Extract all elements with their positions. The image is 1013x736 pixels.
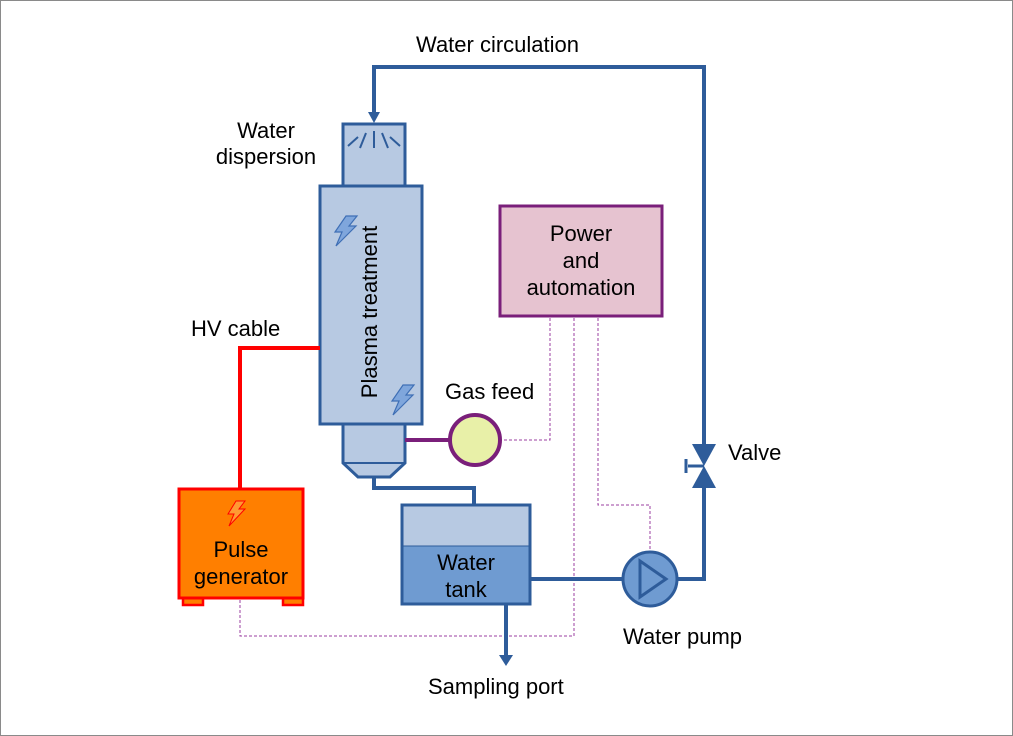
lightning-icon	[333, 215, 416, 416]
water-tank-line-1: Water	[437, 550, 495, 575]
plasma-treatment-column	[318, 184, 424, 426]
spray-icon	[347, 131, 401, 149]
pulse-generator-line-2: generator	[193, 564, 289, 589]
water-tank-water	[403, 546, 529, 603]
water-tank-label: Water tank	[402, 549, 530, 603]
water-circulation-pipe	[372, 65, 706, 462]
hv-cable-line	[238, 346, 320, 489]
water-pump-label: Water pump	[623, 624, 743, 649]
plasma-treatment-text: Plasma treatment	[357, 225, 382, 399]
power-automation-box	[498, 204, 664, 318]
gas-feed-label: Gas feed	[445, 379, 535, 404]
power-automation-line-1: Power	[549, 221, 613, 246]
pulse-generator-line-1: Pulse	[213, 537, 269, 562]
water-dispersion-line-1: Water	[237, 118, 295, 143]
hv-cable-label: HV cable	[191, 316, 281, 341]
power-automation-label: Power and automation	[500, 220, 662, 301]
valve-label: Valve	[728, 440, 782, 465]
water-dispersion-head	[341, 122, 407, 188]
pump-to-valve-pipe	[678, 488, 706, 581]
water-tank-line-2: tank	[445, 577, 487, 602]
lightning-icon	[227, 500, 247, 527]
column-outlet-cone	[341, 422, 407, 479]
water-dispersion-label: Water dispersion	[206, 118, 326, 170]
water-circulation-label: Water circulation	[416, 32, 580, 57]
sampling-port-arrow-icon	[499, 655, 513, 666]
water-pump	[621, 550, 679, 608]
pump-arrow-icon	[638, 558, 669, 600]
gas-feed-unit	[448, 413, 502, 467]
valve-icon	[684, 444, 716, 488]
pulse-generator-box	[177, 487, 305, 600]
sampling-port-label: Sampling port	[428, 674, 564, 699]
water-circulation-arrow-icon	[368, 112, 380, 123]
power-automation-line-3: automation	[526, 275, 636, 300]
power-automation-line-2: and	[562, 248, 600, 273]
pulse-generator-label: Pulse generator	[179, 536, 303, 590]
water-dispersion-line-2: dispersion	[215, 144, 317, 169]
control-signal-lines	[239, 318, 651, 637]
